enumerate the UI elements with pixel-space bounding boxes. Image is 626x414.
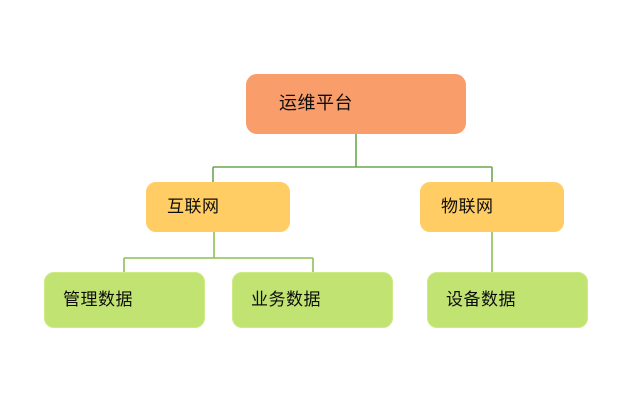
node-label: 互联网 [167,196,220,217]
node-management-data[interactable]: 管理数据 [44,272,205,328]
node-device-data[interactable]: 设备数据 [427,272,588,328]
node-label: 设备数据 [446,289,516,310]
node-business-data[interactable]: 业务数据 [232,272,393,328]
node-iot[interactable]: 物联网 [420,182,564,232]
node-internet[interactable]: 互联网 [146,182,290,232]
node-label: 运维平台 [279,93,353,115]
node-label: 管理数据 [63,289,133,310]
node-root-ops-platform[interactable]: 运维平台 [246,74,466,134]
node-label: 业务数据 [251,289,321,310]
node-label: 物联网 [441,196,494,217]
